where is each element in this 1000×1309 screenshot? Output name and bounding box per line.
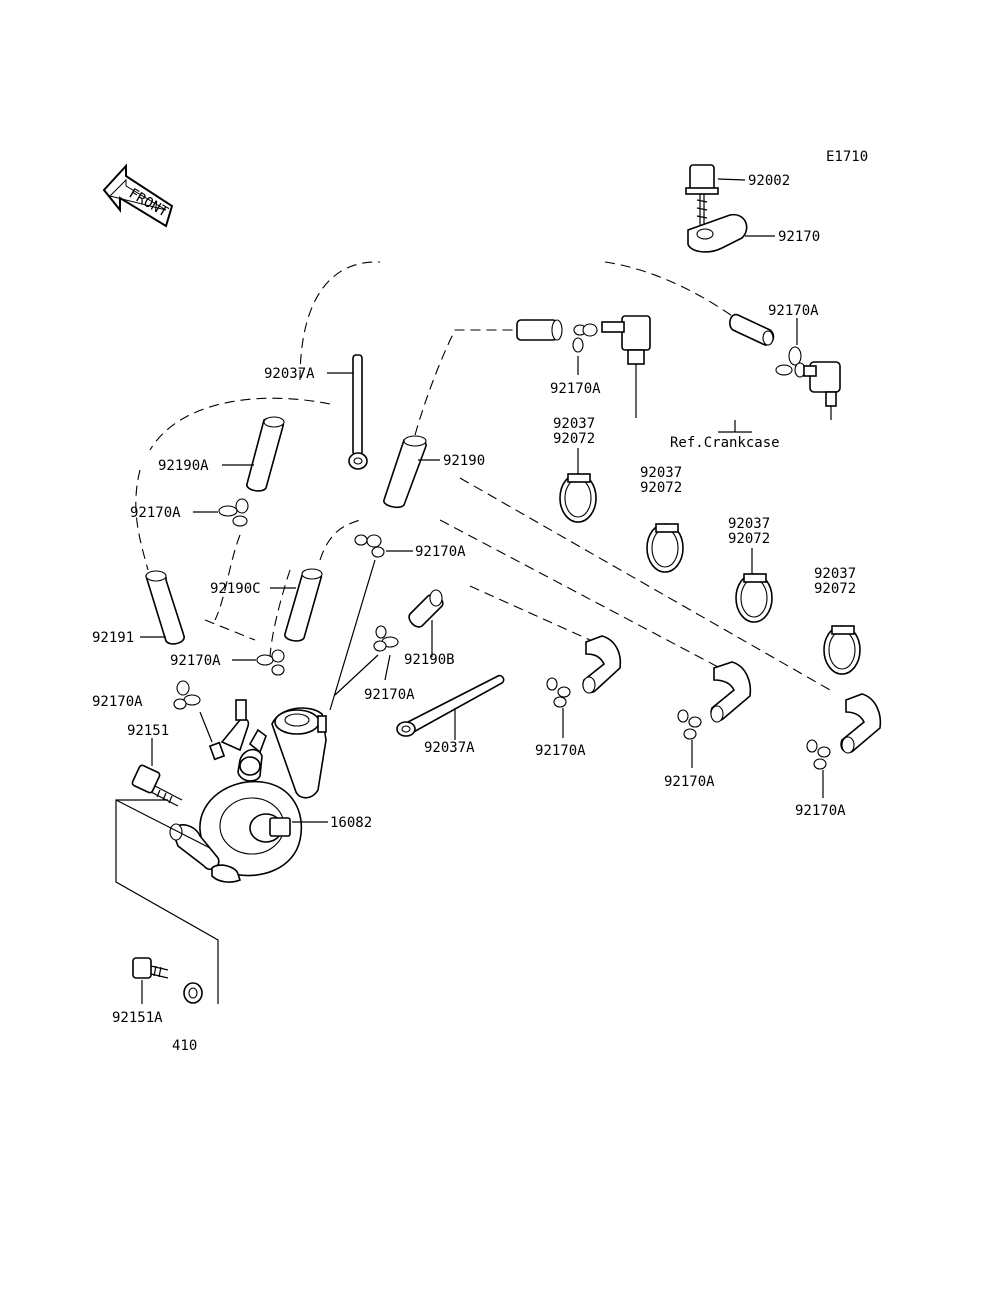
label-92170A-hose: 92170A bbox=[415, 544, 466, 560]
clip-icon-elbow1 bbox=[546, 677, 571, 708]
clamp4-label-b: 92072 bbox=[814, 581, 856, 597]
clamp-92170 bbox=[687, 213, 748, 253]
hose-clamp-1 bbox=[559, 473, 597, 523]
bolt-92002 bbox=[685, 164, 719, 225]
oil-pump-16082 bbox=[169, 699, 327, 883]
short-hose-right bbox=[729, 313, 775, 346]
label-92170A-left: 92170A bbox=[130, 505, 181, 521]
short-hose-center bbox=[516, 319, 563, 341]
clip-icon-hose bbox=[354, 534, 385, 558]
clip-icon-elbow2 bbox=[677, 709, 702, 740]
label-92170A-elbow2: 92170A bbox=[664, 774, 715, 790]
label-92190B: 92190B bbox=[404, 652, 455, 668]
hose-clamp-4 bbox=[823, 625, 861, 675]
label-92170A-far-left: 92170A bbox=[92, 694, 143, 710]
label-92170A-center: 92170A bbox=[550, 381, 601, 397]
hose-clamp-2 bbox=[646, 523, 684, 573]
clip-icon-right bbox=[775, 346, 806, 378]
ref-crankcase-label: Ref.Crankcase bbox=[670, 435, 780, 451]
bolt-92151 bbox=[131, 764, 183, 807]
clamp3-label-b: 92072 bbox=[728, 531, 770, 547]
strap-92037A-bottom bbox=[396, 674, 505, 737]
clamp1-label-b: 92072 bbox=[553, 431, 595, 447]
clamp1-label-a: 92037 bbox=[553, 416, 595, 432]
clamp4-label-a: 92037 bbox=[814, 566, 856, 582]
elbow-hose-1 bbox=[582, 635, 622, 694]
strap-92037A-top bbox=[348, 354, 368, 470]
clip-icon-center bbox=[572, 323, 598, 353]
bolt-92151A bbox=[132, 957, 169, 979]
label-92002: 92002 bbox=[748, 173, 790, 189]
label-92037A-bottom: 92037A bbox=[424, 740, 475, 756]
clamp2-label-b: 92072 bbox=[640, 480, 682, 496]
label-410: 410 bbox=[172, 1038, 197, 1054]
fitting-center bbox=[601, 315, 651, 418]
diagram-code: E1710 bbox=[826, 149, 868, 165]
label-92170: 92170 bbox=[778, 229, 820, 245]
label-92190: 92190 bbox=[443, 453, 485, 469]
routing-lines bbox=[135, 261, 831, 691]
front-arrow-icon: FRONT bbox=[102, 163, 174, 228]
label-92190A: 92190A bbox=[158, 458, 209, 474]
hose-92190B bbox=[408, 589, 444, 628]
clip-icon-pump bbox=[173, 680, 201, 710]
clip-icon-mid bbox=[256, 649, 285, 676]
washer-icon bbox=[183, 982, 203, 1004]
label-92170A-elbow3: 92170A bbox=[795, 803, 846, 819]
label-92151A: 92151A bbox=[112, 1010, 163, 1026]
clamp2-label-a: 92037 bbox=[640, 465, 682, 481]
hose-92190 bbox=[383, 435, 427, 508]
hose-92191 bbox=[145, 570, 185, 645]
label-92170A-top: 92170A bbox=[768, 303, 819, 319]
clamp3-label-a: 92037 bbox=[728, 516, 770, 532]
elbow-hose-2 bbox=[710, 661, 752, 723]
label-92191: 92191 bbox=[92, 630, 134, 646]
label-92151: 92151 bbox=[127, 723, 169, 739]
label-92037A-top: 92037A bbox=[264, 366, 315, 382]
label-92170A-mid: 92170A bbox=[170, 653, 221, 669]
hose-clamp-3 bbox=[735, 573, 773, 623]
elbow-hose-3 bbox=[840, 693, 882, 754]
label-92170A-low: 92170A bbox=[364, 687, 415, 703]
hose-92190A bbox=[246, 416, 285, 492]
fitting-right bbox=[803, 361, 841, 420]
label-92190C: 92190C bbox=[210, 581, 261, 597]
label-92170A-elbow1: 92170A bbox=[535, 743, 586, 759]
label-16082: 16082 bbox=[330, 815, 372, 831]
clip-icon-left bbox=[218, 498, 249, 527]
clip-icon-92190B bbox=[373, 625, 399, 652]
hose-92190C bbox=[284, 568, 323, 642]
clip-icon-elbow3 bbox=[806, 739, 831, 770]
